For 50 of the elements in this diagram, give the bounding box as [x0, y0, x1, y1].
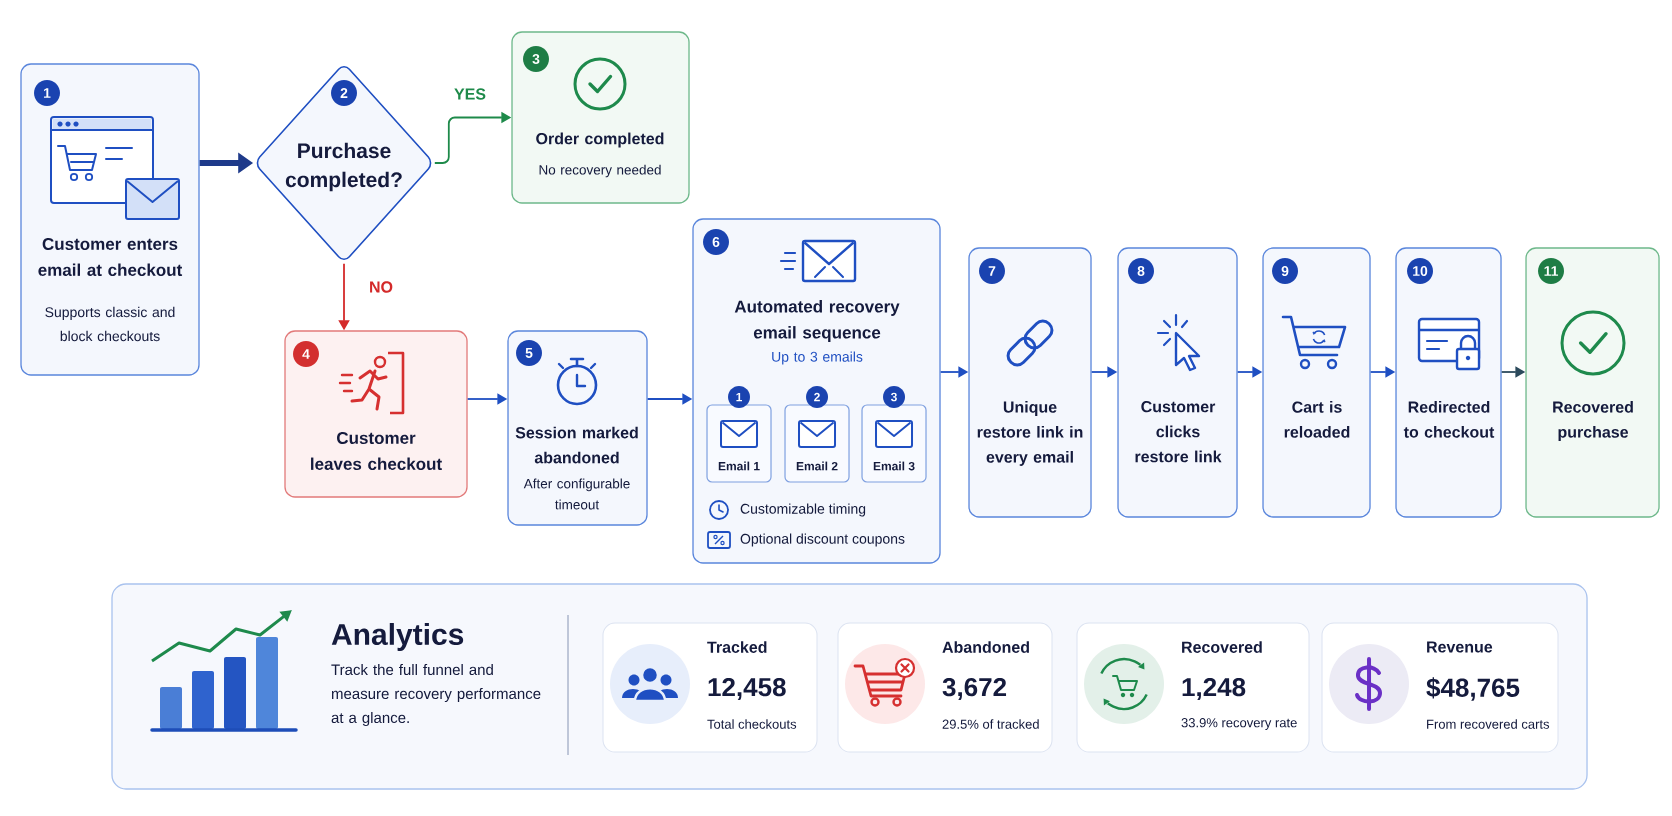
stat-label: Abandoned	[942, 641, 1029, 653]
feature-text: Customizable timing	[740, 503, 866, 517]
number-badge: 8	[1128, 258, 1154, 284]
step-title: Customer enters email at checkout	[38, 238, 183, 277]
step-description: Supports classic and block checkouts	[45, 306, 175, 342]
edge-label: YES	[452, 86, 488, 102]
number-badge: 4	[293, 341, 319, 367]
stat-label: Revenue	[1427, 641, 1493, 653]
number-badge: 3	[523, 46, 549, 72]
number-badge: 10	[1407, 258, 1433, 284]
step-title: Unique restore link in every email	[977, 401, 1083, 466]
stat-value: 1,248	[1182, 677, 1246, 701]
panel-title: Analytics	[331, 623, 464, 651]
number-badge: 1	[728, 386, 750, 408]
stat-caption: 29.5% of tracked	[942, 719, 1039, 729]
step-title: Session marked abandoned	[515, 426, 638, 464]
step-title: Customer clicks restore link	[1135, 401, 1222, 463]
subtitle: Up to 3 emails	[772, 351, 863, 365]
number-badge: 11	[1538, 258, 1564, 284]
step-title: Automated recovery email sequence	[734, 300, 900, 342]
stat-caption: Total checkouts	[707, 719, 797, 729]
feature-text: Optional discount coupons	[740, 533, 905, 547]
step-title: Recovered purchase	[1553, 401, 1633, 441]
step-title: Order completed	[536, 132, 664, 148]
number-badge: 1	[34, 80, 60, 106]
email-label: Email 1	[718, 461, 760, 471]
email-label: Email 2	[796, 461, 838, 471]
number-badge: 2	[806, 386, 828, 408]
stat-value: 12,458	[708, 677, 786, 701]
number-badge: 3	[883, 386, 905, 408]
decision-text: Purchase completed?	[285, 142, 402, 192]
stat-label: Recovered	[1182, 641, 1262, 653]
step-title: Customer leaves checkout	[311, 432, 442, 471]
step-title: Redirected to checkout	[1403, 401, 1495, 438]
stat-value: 3,672	[942, 677, 1007, 701]
step-title: Cart is reloaded	[1284, 401, 1350, 438]
stat-value: $48,765	[1426, 677, 1520, 701]
number-badge: 5	[516, 340, 542, 366]
step-description: After configurable timeout	[523, 478, 630, 510]
panel-description: Track the full funnel and measure recovery performance at a glance.	[331, 664, 541, 726]
stat-label: Tracked	[707, 641, 767, 653]
stat-caption: From recovered carts	[1427, 719, 1550, 729]
number-badge: 6	[703, 229, 729, 255]
number-badge: 2	[331, 80, 357, 106]
edge-label: NO	[367, 279, 395, 295]
step-description: No recovery needed	[539, 164, 661, 178]
number-badge: 7	[979, 258, 1005, 284]
stat-caption: 33.9% recovery rate	[1181, 718, 1297, 730]
number-badge: 9	[1272, 258, 1298, 284]
email-label: Email 3	[873, 461, 915, 471]
